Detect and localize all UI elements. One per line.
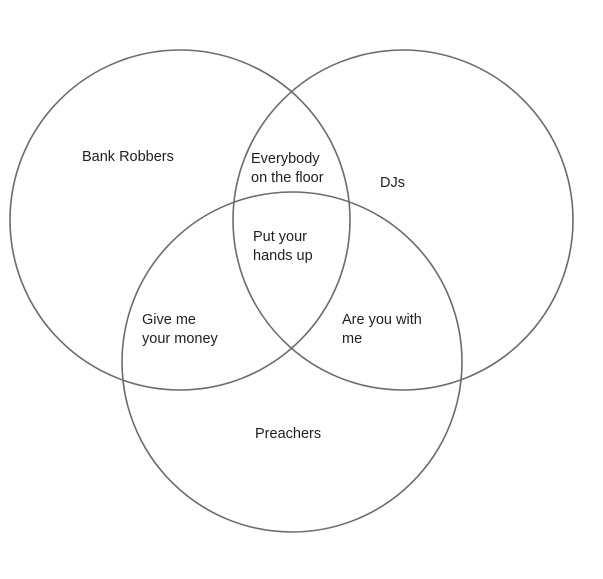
label-robbers-djs-overlap: Everybody on the floor bbox=[251, 151, 324, 186]
label-djs-preachers-overlap: Are you with me bbox=[342, 312, 422, 347]
circle-djs bbox=[232, 49, 574, 391]
label-bank-robbers: Bank Robbers bbox=[82, 149, 174, 165]
label-djs: DJs bbox=[380, 175, 405, 191]
label-center-overlap: Put your hands up bbox=[253, 229, 313, 264]
circle-bank-robbers bbox=[9, 49, 351, 391]
label-robbers-preachers-overlap: Give me your money bbox=[142, 312, 218, 347]
label-preachers: Preachers bbox=[255, 426, 322, 442]
circle-preachers bbox=[121, 191, 463, 533]
